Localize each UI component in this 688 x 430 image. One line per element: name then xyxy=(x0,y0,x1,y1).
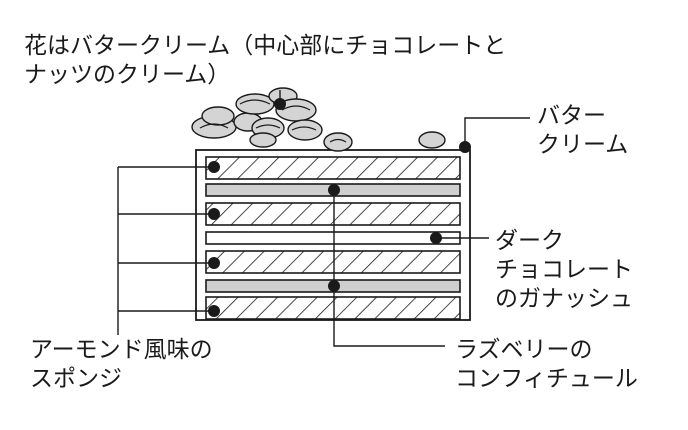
marker-dot-sponge-1 xyxy=(208,161,220,173)
marker-dot-ganache xyxy=(430,232,442,244)
marker-dot-sponge-2 xyxy=(208,208,220,220)
flower-petal xyxy=(323,132,353,152)
label-sponge: アーモンド風味の スポンジ xyxy=(30,337,213,392)
marker-dot-confiture-1 xyxy=(328,184,340,196)
label-ganache: ダーク チョコレート のガナッシュ xyxy=(495,228,633,312)
flower-details xyxy=(199,99,347,143)
label-cream-flowers: 花はバタークリーム（中心部にチョコレートと ナッツのクリーム） xyxy=(24,33,507,88)
flower-petal xyxy=(418,131,446,149)
flower-petal xyxy=(249,132,277,148)
marker-dot-confiture-2 xyxy=(328,280,340,292)
marker-dot-flower xyxy=(274,98,286,110)
marker-dot-sponge-4 xyxy=(208,305,220,317)
marker-dot-buttercream xyxy=(459,141,471,153)
sponge-layer-2 xyxy=(205,202,461,226)
flower-petal xyxy=(201,106,235,126)
flower-petal xyxy=(235,93,275,115)
label-buttercream: バター クリーム xyxy=(537,103,629,158)
flower-petal xyxy=(287,119,323,141)
marker-dots xyxy=(208,98,471,317)
sponge-layer-4 xyxy=(205,296,461,320)
sponge-layers xyxy=(205,156,461,320)
sponge-layer-3 xyxy=(205,250,461,274)
cream-flowers xyxy=(191,87,446,152)
label-confiture: ラズベリーの コンフィチュール xyxy=(455,337,638,392)
marker-dot-sponge-3 xyxy=(208,257,220,269)
ganache-layer xyxy=(205,231,461,245)
sponge-layer-1 xyxy=(205,156,461,180)
leader-lines xyxy=(117,90,530,347)
